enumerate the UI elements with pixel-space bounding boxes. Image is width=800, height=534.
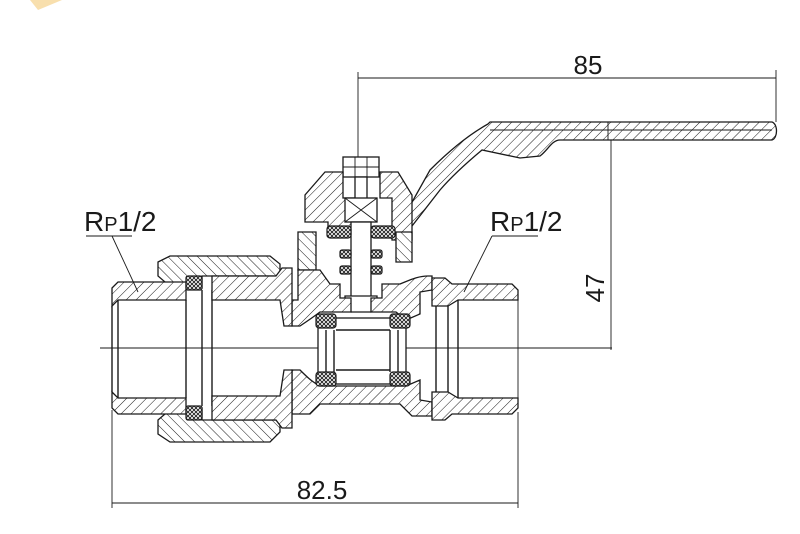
thread-label-right-size: 1/2 [524, 206, 563, 237]
valve-lever-handle [390, 121, 778, 239]
thread-label-right-main: R [490, 206, 510, 237]
left-union-connection [111, 255, 293, 443]
dimension-47-label: 47 [580, 274, 610, 303]
right-end-connection [431, 277, 519, 421]
dimension-47: 47 [580, 121, 622, 350]
dimension-82-5-label: 82.5 [297, 475, 348, 505]
thread-label-left: RP1/2 [84, 206, 157, 237]
stem-assembly [297, 156, 413, 313]
thread-label-left-sub: P [104, 214, 117, 236]
thread-label-right-sub: P [510, 214, 523, 236]
dimension-85-label: 85 [574, 50, 603, 80]
thread-label-left-size: 1/2 [118, 206, 157, 237]
dimension-82-5: 82.5 [111, 410, 519, 508]
valve-body [291, 269, 433, 417]
thread-label-right: RP1/2 [490, 206, 563, 237]
dimension-85: 85 [357, 50, 777, 165]
thread-label-left-main: R [84, 206, 104, 237]
thread-leaders [86, 235, 538, 293]
corner-accent [30, 0, 62, 10]
